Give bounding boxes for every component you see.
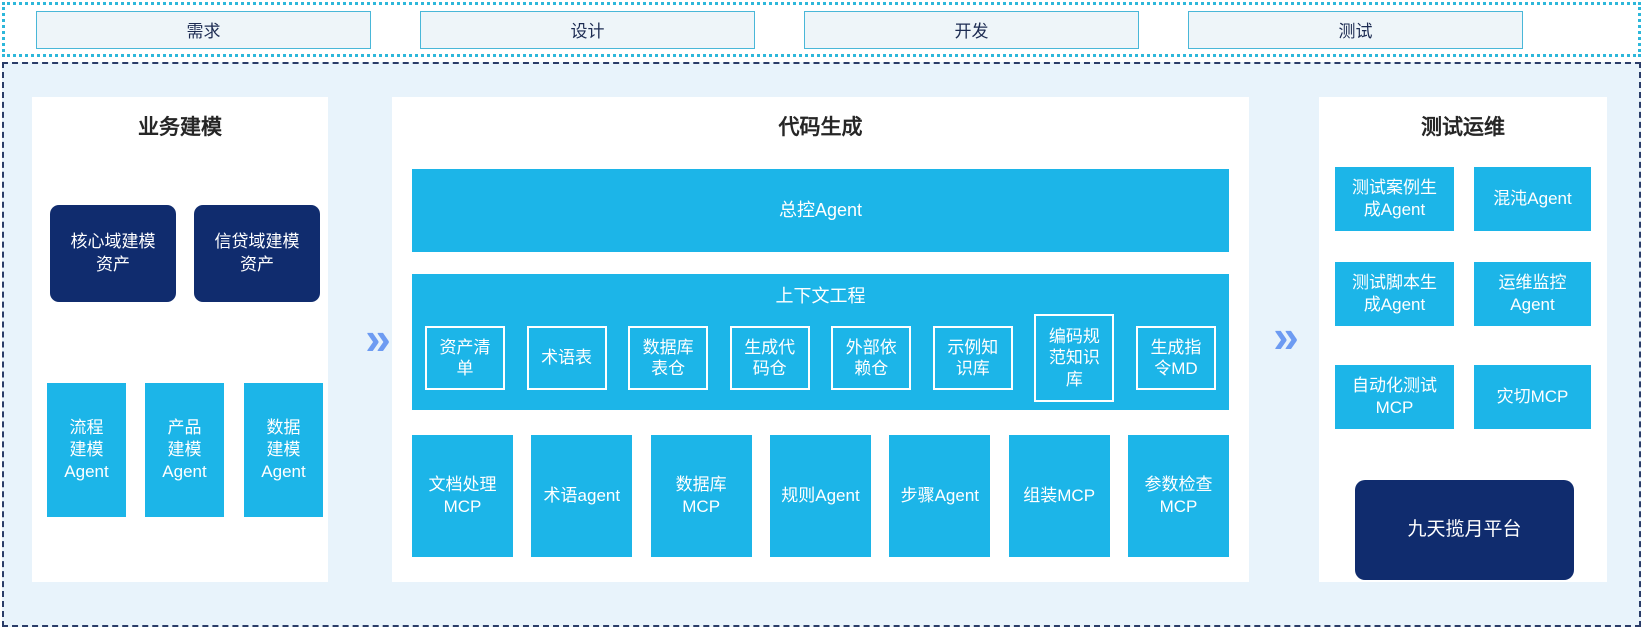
context-engineering-items: 资产清 单 术语表 数据库 表仓 生成代 码仓 外部依 赖仓 示例知 识库 编码…	[412, 314, 1229, 402]
panel-title-test-ops: 测试运维	[1421, 116, 1505, 139]
box-automated-test-mcp: 自动化测试 MCP	[1335, 365, 1454, 429]
box-jiutian-lanyue-platform: 九天揽月平台	[1355, 480, 1574, 580]
panel-code-generation: 代码生成 总控Agent 上下文工程 资产清 单 术语表 数据库 表仓 生成代 …	[392, 97, 1249, 582]
box-assembly-mcp: 组装MCP	[1008, 435, 1110, 557]
box-coding-standard-knowledge-base: 编码规 范知识 库	[1034, 314, 1115, 402]
panel-title-code-generation: 代码生成	[778, 116, 863, 139]
phase-box-testing: 测试	[1188, 10, 1523, 49]
panel-title-business-modeling: 业务建模	[138, 116, 222, 139]
context-engineering-group: 上下文工程 资产清 单 术语表 数据库 表仓 生成代 码仓 外部依 赖仓 示例知…	[412, 274, 1229, 410]
phase-box-development: 开发	[804, 10, 1139, 49]
box-product-modeling-agent: 产品 建模 Agent	[145, 383, 224, 517]
box-step-agent: 步骤Agent	[889, 435, 991, 557]
box-glossary: 术语表	[526, 326, 607, 390]
box-disaster-switch-mcp: 灾切MCP	[1474, 365, 1591, 429]
panel-test-ops: 测试运维 测试案例生 成Agent 混沌Agent 测试脚本生 成Agent 运…	[1319, 97, 1607, 582]
phase-strip: 需求 设计 开发 测试	[2, 2, 1641, 57]
box-credit-domain-modeling-assets: 信贷域建模 资产	[194, 205, 320, 302]
box-parameter-check-mcp: 参数检查 MCP	[1127, 435, 1229, 557]
box-chaos-agent: 混沌Agent	[1474, 167, 1591, 231]
box-test-script-generation-agent: 测试脚本生 成Agent	[1335, 262, 1454, 326]
phase-box-design: 设计	[420, 10, 755, 49]
code-generation-tools: 文档处理 MCP 术语agent 数据库 MCP 规则Agent 步骤Agent…	[412, 435, 1229, 557]
box-asset-list: 资产清 单	[425, 326, 505, 390]
context-engineering-title: 上下文工程	[775, 286, 866, 306]
box-database-table-repo: 数据库 表仓	[628, 326, 709, 390]
phase-box-requirements: 需求	[36, 10, 371, 49]
box-master-control-agent: 总控Agent	[412, 169, 1229, 252]
box-example-knowledge-base: 示例知 识库	[932, 326, 1013, 390]
box-core-domain-modeling-assets: 核心域建模 资产	[50, 205, 176, 302]
box-ops-monitoring-agent: 运维监控 Agent	[1474, 262, 1591, 326]
double-chevron-right-icon: »	[365, 312, 391, 364]
box-data-modeling-agent: 数据 建模 Agent	[244, 383, 323, 517]
panel-business-modeling: 业务建模 核心域建模 资产 信贷域建模 资产 流程 建模 Agent 产品 建模…	[32, 97, 328, 582]
box-external-dependency-repo: 外部依 赖仓	[831, 326, 912, 390]
box-process-modeling-agent: 流程 建模 Agent	[47, 383, 126, 517]
box-generated-code-repo: 生成代 码仓	[729, 326, 810, 390]
main-container: 业务建模 核心域建模 资产 信贷域建模 资产 流程 建模 Agent 产品 建模…	[2, 62, 1641, 627]
double-chevron-right-icon: »	[1273, 310, 1299, 362]
box-rule-agent: 规则Agent	[769, 435, 871, 557]
box-document-processing-mcp: 文档处理 MCP	[412, 435, 513, 557]
box-test-case-generation-agent: 测试案例生 成Agent	[1335, 167, 1454, 231]
box-terminology-agent: 术语agent	[531, 435, 633, 557]
box-generation-instruction-md: 生成指 令MD	[1135, 326, 1216, 390]
box-database-mcp: 数据库 MCP	[650, 435, 752, 557]
